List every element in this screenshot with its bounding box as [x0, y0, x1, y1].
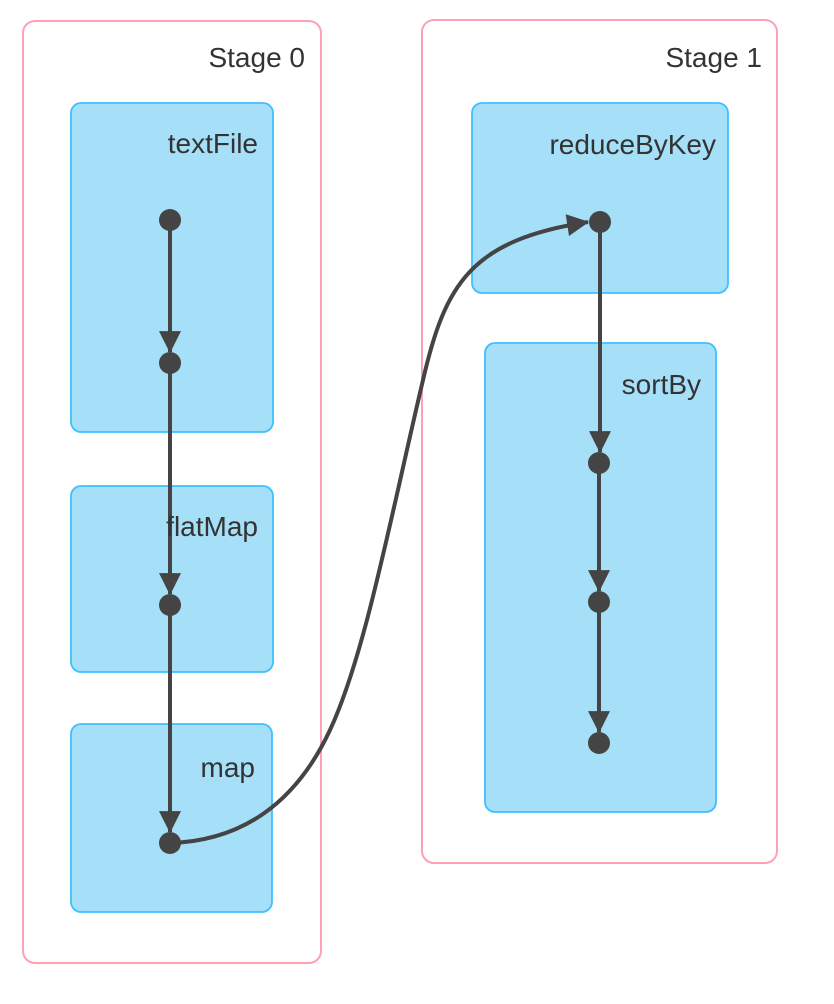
op-sortby-label: sortBy — [622, 369, 701, 400]
edge-map0-reducebykey0-shuffle — [169, 214, 590, 845]
rdd-dot-textfile-0[interactable] — [159, 209, 181, 231]
op-map-label: map — [201, 752, 255, 783]
rdd-dot-sortby-0[interactable] — [588, 452, 610, 474]
rdd-dot-reducebykey-0[interactable] — [589, 211, 611, 233]
op-textfile-label: textFile — [168, 128, 258, 159]
rdd-dot-sortby-2[interactable] — [588, 732, 610, 754]
rdd-dot-map-0[interactable] — [159, 832, 181, 854]
op-flatmap-label: flatMap — [166, 511, 258, 542]
rdd-dot-textfile-1[interactable] — [159, 352, 181, 374]
stage-1-label: Stage 1 — [665, 42, 762, 73]
op-reducebykey-label: reduceByKey — [549, 129, 716, 160]
rdd-dot-flatmap-0[interactable] — [159, 594, 181, 616]
rdd-dot-sortby-1[interactable] — [588, 591, 610, 613]
stage-0-label: Stage 0 — [208, 42, 305, 73]
